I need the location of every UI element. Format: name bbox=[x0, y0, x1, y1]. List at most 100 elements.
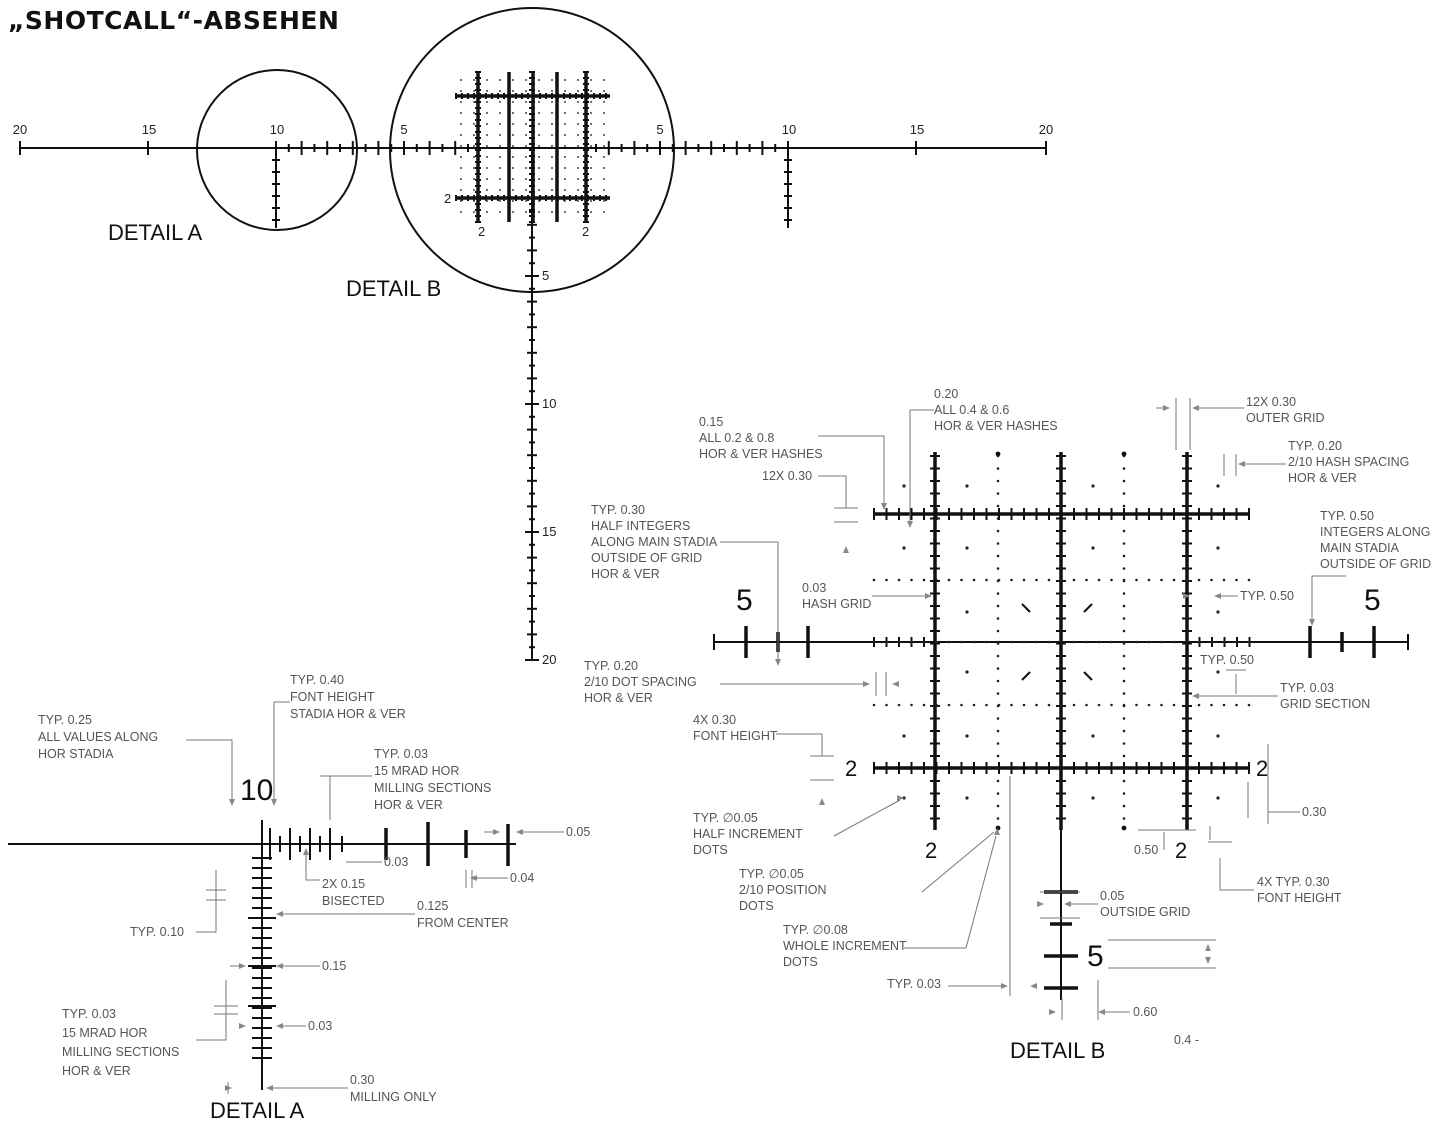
grid-dot bbox=[460, 178, 462, 180]
grid-dot bbox=[935, 640, 938, 644]
grid-dot bbox=[897, 578, 901, 582]
annotation-0-05: 0.05 bbox=[566, 825, 590, 839]
grid-dot bbox=[1235, 640, 1238, 644]
arrow-head bbox=[1205, 944, 1211, 951]
grid-dot bbox=[473, 145, 475, 147]
grid-dot bbox=[985, 703, 988, 707]
grid-dot bbox=[512, 189, 514, 191]
ver-stadia-label: 15 bbox=[542, 524, 556, 539]
grid-dot bbox=[473, 134, 475, 136]
grid-dot bbox=[525, 79, 527, 81]
grid-number-label: 2 bbox=[478, 224, 485, 239]
diagonal-mark bbox=[1083, 671, 1093, 681]
grid-dot bbox=[1197, 703, 1201, 707]
arrow-head bbox=[493, 829, 500, 835]
grid-dot bbox=[1247, 703, 1251, 707]
grid-dot bbox=[486, 189, 488, 191]
position-dot bbox=[902, 734, 906, 738]
grid-dot bbox=[525, 101, 527, 103]
grid-dot bbox=[512, 123, 514, 125]
position-dot bbox=[1216, 484, 1220, 488]
grid-dot bbox=[996, 617, 1000, 620]
grid-dot bbox=[1197, 578, 1201, 582]
grid-dot bbox=[1147, 640, 1151, 644]
grid-dot bbox=[525, 211, 527, 213]
grid-dot bbox=[885, 703, 888, 707]
grid-dot bbox=[1222, 578, 1226, 582]
grid-dot bbox=[1197, 640, 1201, 644]
grid-dot bbox=[460, 101, 462, 103]
grid-dot bbox=[473, 189, 475, 191]
arrow-head bbox=[775, 659, 781, 666]
arrow-head bbox=[897, 795, 904, 801]
grid-dot bbox=[486, 101, 488, 103]
annotation-0-03-lower: 0.03 bbox=[308, 1019, 332, 1033]
grid-dot bbox=[551, 145, 553, 147]
ver-stadia-label: 10 bbox=[542, 396, 556, 411]
leader-line bbox=[196, 870, 217, 933]
grid-dot bbox=[486, 79, 488, 81]
grid-dot bbox=[885, 578, 888, 582]
leader-line bbox=[818, 435, 885, 504]
grid-dot bbox=[538, 101, 540, 103]
grid-dot bbox=[512, 156, 514, 158]
grid-number-label: 2 bbox=[444, 191, 451, 206]
grid-dot bbox=[996, 754, 1000, 758]
annotation-0-04: 0.04 bbox=[510, 871, 534, 885]
leader-line bbox=[833, 799, 901, 837]
grid-dot bbox=[996, 604, 1000, 608]
grid-dot bbox=[486, 200, 488, 202]
grid-dot bbox=[512, 211, 514, 213]
grid-dot bbox=[564, 123, 566, 125]
grid-dot bbox=[590, 90, 592, 92]
grid-dot bbox=[972, 640, 976, 644]
grid-dot bbox=[1172, 640, 1176, 644]
grid-dot bbox=[590, 123, 592, 125]
grid-dot bbox=[486, 156, 488, 158]
grid-dot bbox=[1235, 703, 1238, 707]
arrow-head bbox=[819, 798, 825, 805]
grid-dot bbox=[1047, 640, 1051, 644]
grid-dot bbox=[1222, 640, 1226, 644]
grid-dot bbox=[538, 178, 540, 180]
position-dot bbox=[1091, 796, 1095, 800]
grid-dot bbox=[872, 703, 876, 707]
grid-dot bbox=[996, 792, 1000, 795]
grid-dot bbox=[1147, 703, 1151, 707]
grid-dot bbox=[1110, 640, 1113, 644]
hor-stadia-label: 20 bbox=[13, 122, 27, 137]
grid-dot bbox=[996, 542, 1000, 545]
arrow-head bbox=[239, 1023, 246, 1029]
grid-dot bbox=[512, 145, 514, 147]
grid-dot bbox=[538, 112, 540, 114]
position-dot bbox=[1091, 734, 1095, 738]
grid-dot bbox=[1210, 703, 1213, 707]
grid-dot bbox=[460, 79, 462, 81]
grid-dot bbox=[538, 145, 540, 147]
arrow-head bbox=[303, 848, 309, 855]
grid-dot bbox=[538, 189, 540, 191]
arrow-head bbox=[843, 546, 849, 553]
annotation-0-4: 0.4 - bbox=[1174, 1033, 1199, 1047]
grid-dot bbox=[577, 123, 579, 125]
arrow-head bbox=[276, 911, 283, 917]
grid-dot bbox=[960, 640, 963, 644]
number-2-left: 2 bbox=[845, 756, 857, 781]
position-dot bbox=[965, 610, 969, 614]
grid-dot bbox=[512, 200, 514, 202]
grid-dot bbox=[1122, 629, 1126, 633]
grid-dot bbox=[1122, 517, 1126, 520]
grid-dot bbox=[1160, 640, 1163, 644]
grid-dot bbox=[1122, 704, 1126, 708]
grid-dot bbox=[996, 629, 1000, 633]
grid-dot bbox=[499, 112, 501, 114]
detail-b-circle bbox=[389, 7, 675, 293]
grid-dot bbox=[972, 703, 976, 707]
grid-dot bbox=[577, 101, 579, 103]
grid-dot bbox=[1122, 717, 1126, 720]
